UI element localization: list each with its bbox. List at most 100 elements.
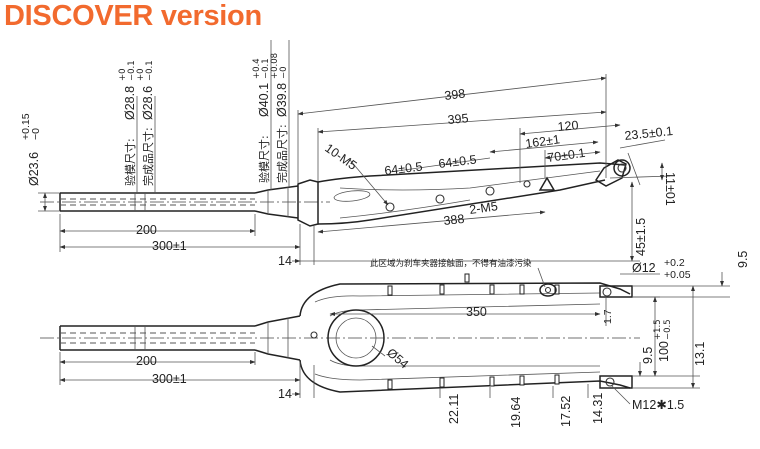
dim-395: 395	[447, 111, 469, 127]
leader-line	[619, 139, 666, 149]
dim-line-162	[489, 140, 599, 154]
svg-text:−0: −0	[279, 66, 289, 79]
brake-mount	[538, 176, 556, 191]
svg-text:+0.4: +0.4	[252, 58, 262, 79]
finished-size-label: 完成品尺寸: Ø28.6 +0 −0.1	[136, 60, 155, 186]
axle-inner	[617, 163, 627, 173]
dropout	[594, 159, 627, 187]
svg-text:+0: +0	[118, 68, 128, 81]
dropout-tab	[627, 152, 641, 186]
brake-mount	[539, 283, 557, 297]
dim-300: 300±1	[152, 372, 187, 386]
dim-12-tol-lower: +0.05	[664, 269, 691, 281]
svg-text:Ø39.8: Ø39.8	[275, 83, 289, 117]
axle-circle	[613, 159, 631, 177]
leg-inner-line	[314, 371, 601, 381]
bolt-hole	[485, 186, 495, 196]
svg-text:+0: +0	[136, 68, 146, 81]
svg-text:Ø28.8: Ø28.8	[123, 86, 137, 120]
crown-finished-label: 完成品尺寸: Ø39.8 +0.08 −0	[270, 53, 289, 183]
holes-label: 2-M5	[468, 199, 498, 217]
dim-100-label: 100 +1.5 −0.5	[653, 319, 673, 362]
dim-line-120	[519, 123, 621, 136]
dim-64-b: 64±0.5	[438, 152, 478, 171]
steerer-tube-outline	[59, 192, 255, 212]
leg-inner-line	[314, 292, 601, 303]
svg-text:Ø28.6: Ø28.6	[141, 86, 155, 120]
taper-section	[267, 318, 289, 358]
dropout-hole	[605, 377, 615, 387]
dim-13-1: 13.1	[693, 342, 707, 366]
dim-14: 14	[278, 254, 292, 268]
svg-text:−0.1: −0.1	[261, 58, 271, 79]
bolt-hole	[435, 194, 445, 204]
svg-text:−0.5: −0.5	[663, 319, 673, 340]
steerer-tube-outline	[59, 325, 255, 351]
dim-350: 350	[466, 305, 487, 319]
leader-line	[371, 345, 386, 357]
dim-line-398	[297, 76, 607, 116]
crown-arch	[327, 309, 385, 367]
dim-200: 200	[136, 223, 157, 237]
leader-line	[349, 159, 389, 206]
fork-crown	[297, 179, 319, 227]
dim-14: 14	[278, 387, 292, 401]
dim-17-52: 17.52	[559, 396, 573, 427]
dim-line-395	[317, 110, 607, 134]
crown-hole	[310, 331, 318, 339]
dim-line-388	[317, 210, 546, 234]
thread-label: M12✱1.5	[632, 398, 684, 412]
svg-text:Ø23.6: Ø23.6	[27, 152, 41, 186]
bolt-label: 10-M5	[322, 141, 359, 173]
svg-text:验模尺寸:: 验模尺寸:	[123, 138, 137, 186]
svg-text:完成品尺寸:: 完成品尺寸:	[275, 124, 289, 183]
dim-12: Ø12	[632, 261, 656, 275]
dim-line-70	[544, 150, 601, 160]
svg-text:−0: −0	[30, 128, 42, 140]
crown-checked-label: 验模尺寸: Ø40.1 +0.4 −0.1	[252, 58, 271, 183]
dim-162: 162±1	[524, 132, 560, 151]
svg-text:−0.1: −0.1	[145, 60, 155, 81]
taper-section	[267, 187, 289, 217]
svg-text:+0.15: +0.15	[20, 113, 32, 140]
dim-64-a: 64±0.5	[384, 159, 424, 178]
checked-size-label: 验模尺寸: Ø28.8 +0 −0.1	[118, 60, 137, 186]
dim-300: 300±1	[152, 239, 187, 253]
brake-clamp-marks	[387, 273, 560, 390]
dim-70: 70±0.1	[546, 146, 586, 165]
svg-text:验模尺寸:: 验模尺寸:	[257, 135, 271, 183]
dim-200: 200	[136, 354, 157, 368]
dim-14-31: 14.31	[591, 393, 605, 424]
bolt-hole	[523, 180, 531, 188]
dim-54: Ø54	[384, 346, 411, 372]
blade-inner-line	[339, 170, 601, 191]
dim-9-5: 9.5	[641, 347, 655, 364]
svg-text:Ø40.1: Ø40.1	[257, 83, 271, 117]
leader-line	[537, 267, 546, 288]
leader-line	[611, 385, 631, 405]
page-title: DISCOVER version	[4, 0, 262, 32]
side-view: Ø23.6 +0.15 −0 验模尺寸: Ø28.8 +0 −0.1 完成品尺寸…	[20, 40, 677, 268]
dim-12-tol-upper: +0.2	[664, 257, 685, 269]
svg-text:100: 100	[657, 341, 671, 362]
blade-cutout	[333, 190, 371, 202]
svg-text:完成品尺寸:: 完成品尺寸:	[141, 127, 155, 186]
dim-22-11: 22.11	[447, 394, 461, 424]
fork-leg-upper	[299, 282, 631, 317]
dim-11: 11±01	[663, 172, 677, 206]
dim-1-7: 1.7	[602, 309, 614, 324]
dim-line-64	[389, 157, 491, 173]
dim-19-64: 19.64	[509, 397, 523, 428]
svg-text:+0.08: +0.08	[270, 53, 280, 79]
dim-23-5: 23.5±0.1	[624, 124, 674, 143]
svg-text:−0.1: −0.1	[127, 60, 137, 81]
brake-area-note: 此区域为刹车夹器接触面，不得有油漆污染	[370, 258, 532, 269]
svg-text:+1.5: +1.5	[653, 319, 663, 340]
ext-line	[609, 175, 671, 179]
dropout-hole	[602, 287, 612, 297]
brake-mount-hole	[544, 286, 552, 294]
dim-120: 120	[557, 118, 579, 134]
dim-9-5-top: 9.5	[736, 251, 750, 268]
